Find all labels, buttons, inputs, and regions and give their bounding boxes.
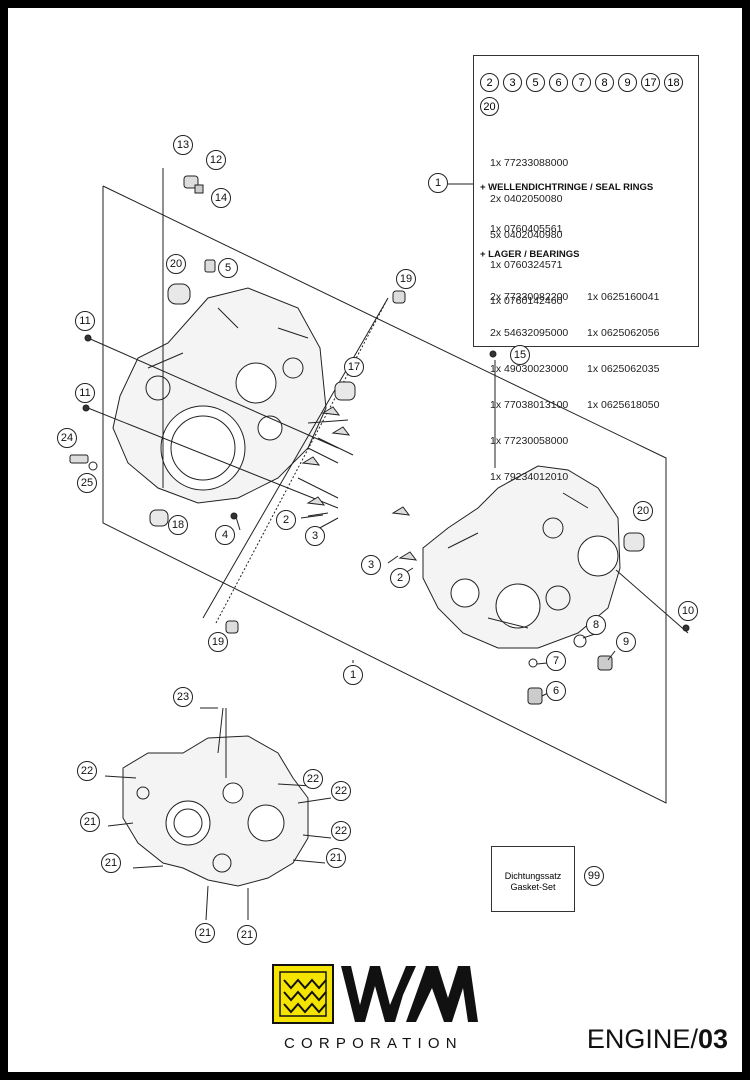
gasket-label-en: Gasket-Set bbox=[510, 882, 556, 892]
callout-22: 22 bbox=[77, 761, 97, 781]
callout-1: 1 bbox=[428, 173, 448, 193]
part-line: 1x 0625618050 bbox=[587, 399, 660, 411]
part-line: 1x 49030023000 bbox=[490, 363, 569, 375]
callout-3: 3 bbox=[361, 555, 381, 575]
callout-17: 17 bbox=[344, 357, 364, 377]
kit-callout-list: 2 3 5 6 7 8 9 17 18 20 bbox=[480, 73, 694, 116]
part-line: 2x 0402050080 bbox=[490, 193, 563, 205]
callout-2: 2 bbox=[390, 568, 410, 588]
kit-callout: 9 bbox=[618, 73, 637, 92]
kit-callout: 3 bbox=[503, 73, 522, 92]
seal-rings-list: 1x 0760405561 1x 0760324571 1x 076014246… bbox=[490, 199, 562, 331]
callout-22: 22 bbox=[303, 769, 323, 789]
kit-callout: 7 bbox=[572, 73, 591, 92]
kit-callout: 2 bbox=[480, 73, 499, 92]
kit-callout: 20 bbox=[480, 97, 499, 116]
kit-callout: 18 bbox=[664, 73, 683, 92]
part-line: 1x 77230058000 bbox=[490, 435, 569, 447]
part-line: 1x 0760142460 bbox=[490, 295, 563, 307]
part-line: 1x 0625062056 bbox=[587, 327, 660, 339]
callout-21: 21 bbox=[101, 853, 121, 873]
callout-12: 12 bbox=[206, 150, 226, 170]
brand-subtitle: CORPORATION bbox=[284, 1035, 463, 1052]
kit-callout: 17 bbox=[641, 73, 660, 92]
kit-callout: 6 bbox=[549, 73, 568, 92]
wm-logo bbox=[272, 964, 478, 1024]
callout-2: 2 bbox=[276, 510, 296, 530]
kit-callout: 8 bbox=[595, 73, 614, 92]
part-line: 1x 79234012010 bbox=[490, 471, 569, 483]
callout-21: 21 bbox=[80, 812, 100, 832]
part-line: 5x 0402040980 bbox=[490, 229, 563, 241]
part-line: 1x 77233088000 bbox=[490, 157, 569, 169]
callout-25: 25 bbox=[77, 473, 97, 493]
part-line: 1x 77038013100 bbox=[490, 399, 569, 411]
section-title: ENGINE/03 bbox=[587, 1024, 728, 1055]
bearings-heading: + LAGER / BEARINGS bbox=[480, 249, 580, 260]
part-line: 1x 0625160041 bbox=[587, 291, 660, 303]
callout-8: 8 bbox=[586, 615, 606, 635]
callout-15: 15 bbox=[510, 345, 530, 365]
callout-1: 1 bbox=[343, 665, 363, 685]
callout-19: 19 bbox=[396, 269, 416, 289]
bearings-list-right: 1x 0625160041 1x 0625062056 1x 062506203… bbox=[587, 267, 659, 435]
callout-4: 4 bbox=[215, 525, 235, 545]
callout-5: 5 bbox=[218, 258, 238, 278]
callout-20: 20 bbox=[166, 254, 186, 274]
kit-callout: 5 bbox=[526, 73, 545, 92]
callout-11: 11 bbox=[75, 383, 95, 403]
callout-20: 20 bbox=[633, 501, 653, 521]
callout-18: 18 bbox=[168, 515, 188, 535]
main-parts-list: 1x 77233088000 2x 0402050080 5x 04020409… bbox=[490, 133, 568, 265]
section-prefix: ENGINE/ bbox=[586, 1024, 698, 1054]
callout-11: 11 bbox=[75, 311, 95, 331]
diagram-page: 2 3 5 6 7 8 9 17 18 20 1x 77233088000 2x… bbox=[8, 8, 742, 1072]
callout-23: 23 bbox=[173, 687, 193, 707]
callout-21: 21 bbox=[237, 925, 257, 945]
gasket-set-box: Dichtungssatz Gasket-Set bbox=[491, 846, 575, 912]
callout-22: 22 bbox=[331, 821, 351, 841]
gasket-label-de: Dichtungssatz bbox=[504, 871, 562, 881]
callout-14: 14 bbox=[211, 188, 231, 208]
callout-21: 21 bbox=[195, 923, 215, 943]
callout-7: 7 bbox=[546, 651, 566, 671]
callout-22: 22 bbox=[331, 781, 351, 801]
part-line: 1x 0760324571 bbox=[490, 259, 563, 271]
callout-13: 13 bbox=[173, 135, 193, 155]
kit-leader-line bbox=[448, 183, 473, 185]
callout-6: 6 bbox=[546, 681, 566, 701]
callout-21: 21 bbox=[326, 848, 346, 868]
part-line: 2x 54632095000 bbox=[490, 327, 569, 339]
callout-99: 99 bbox=[584, 866, 604, 886]
seal-rings-heading: + WELLENDICHTRINGE / SEAL RINGS bbox=[480, 182, 654, 193]
callout-24: 24 bbox=[57, 428, 77, 448]
kit-parts-box: 2 3 5 6 7 8 9 17 18 20 1x 77233088000 2x… bbox=[473, 55, 699, 483]
callout-19: 19 bbox=[208, 632, 228, 652]
callout-10: 10 bbox=[678, 601, 698, 621]
bearings-list-left: 2x 77330082200 2x 54632095000 1x 4903002… bbox=[490, 267, 568, 507]
part-line: 1x 0625062035 bbox=[587, 363, 660, 375]
part-line: 1x 0760405561 bbox=[490, 223, 563, 235]
section-number: 03 bbox=[697, 1024, 728, 1054]
part-line: 2x 77330082200 bbox=[490, 291, 569, 303]
callout-9: 9 bbox=[616, 632, 636, 652]
callout-3: 3 bbox=[305, 526, 325, 546]
